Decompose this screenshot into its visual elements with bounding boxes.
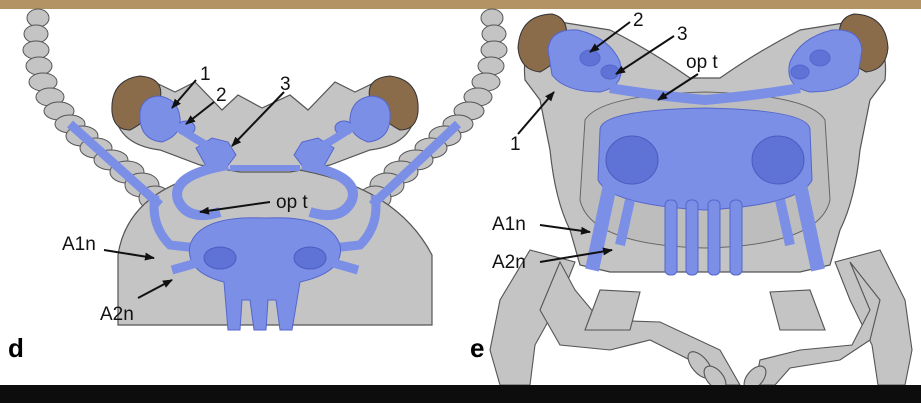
label-d-a2n: A2n [100,304,134,325]
bottom-border-strip [0,385,921,403]
label-e-1: 1 [510,134,521,155]
label-e-a1n: A1n [492,214,526,235]
panel-letter-e: e [470,333,484,363]
label-d-1: 1 [200,64,211,85]
label-d-opt: op t [276,192,308,213]
label-e-a2n: A2n [492,252,526,273]
label-e-3: 3 [677,24,688,45]
label-d-3: 3 [280,74,291,95]
label-e-opt: op t [686,52,718,73]
label-e-2: 2 [633,10,644,31]
label-d-a1n: A1n [62,234,96,255]
panel-letter-d: d [8,333,24,363]
label-d-2: 2 [216,85,227,106]
panel-d: 1 2 3 op t A1n A2n d [8,9,507,363]
panel-e: 2 3 op t 1 A1n A2n e [470,10,912,394]
